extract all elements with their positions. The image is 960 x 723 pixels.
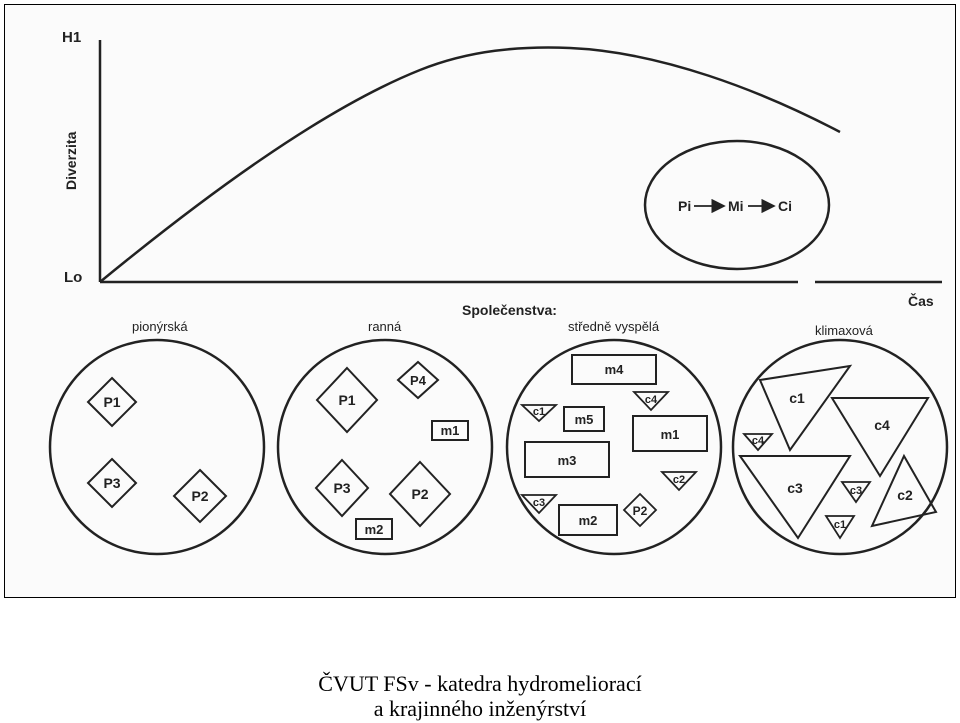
item-label: m3	[558, 453, 577, 468]
item-label: c2	[897, 487, 913, 503]
stage-name-pioneer: pionýrská	[132, 319, 188, 334]
item-label: c3	[533, 497, 545, 509]
stage-circle-early	[276, 338, 494, 556]
mid-rect	[571, 354, 657, 385]
item-label: c2	[673, 474, 685, 486]
item-label: c1	[533, 406, 545, 418]
y-axis-title: Diverzita	[63, 131, 79, 190]
consumer-triangle	[758, 364, 853, 453]
producer-diamond	[86, 376, 138, 428]
item-label: P1	[103, 394, 120, 410]
y-axis-bottom-label: Lo	[64, 269, 82, 286]
item-label: c1	[789, 390, 805, 406]
item-label: m2	[579, 513, 598, 528]
flow-producer-label: Pi	[678, 198, 691, 214]
consumer-triangle	[631, 391, 671, 412]
producer-diamond	[86, 457, 138, 509]
flow-mid-label: Mi	[728, 198, 744, 214]
item-label: m5	[575, 412, 594, 427]
item-label: c3	[850, 485, 862, 497]
consumer-triangle	[519, 494, 559, 515]
mid-rect	[355, 518, 393, 540]
consumer-triangle	[870, 453, 938, 528]
item-label: P3	[333, 480, 350, 496]
item-label: m4	[605, 362, 625, 377]
item-label: P2	[411, 486, 428, 502]
societies-title: Společenstva:	[462, 302, 557, 318]
mid-rect	[524, 441, 610, 478]
stage-circle-pioneer	[48, 338, 266, 556]
diagram-frame	[4, 4, 956, 598]
succession-diagram: H1 Lo Diverzita Čas Pi Mi Ci Společenstv…	[48, 29, 949, 556]
mid-rect	[558, 504, 618, 536]
flow-consumer-label: Ci	[778, 198, 792, 214]
diversity-curve	[99, 46, 841, 283]
item-label: c4	[874, 417, 890, 433]
stage-circle-intermediate	[505, 338, 723, 556]
item-label: c4	[645, 394, 658, 406]
item-label: P4	[410, 373, 427, 388]
item-label: P3	[103, 475, 120, 491]
stage-circle-climax	[731, 338, 949, 556]
item-label: P2	[633, 504, 648, 518]
producer-diamond	[622, 492, 658, 528]
item-label: P2	[191, 488, 208, 504]
x-axis-title: Čas	[908, 292, 934, 309]
item-label: c4	[752, 435, 765, 447]
item-label: c1	[834, 519, 846, 531]
producer-diamond	[315, 366, 379, 434]
producer-diamond	[388, 460, 452, 528]
item-label: m2	[365, 522, 384, 537]
mid-rect	[431, 420, 469, 441]
item-label: m1	[661, 427, 680, 442]
flow-ellipse	[643, 139, 831, 271]
consumer-triangle	[659, 471, 699, 492]
mid-rect	[632, 415, 708, 452]
item-label: P1	[338, 392, 355, 408]
stage-name-climax: klimaxová	[815, 323, 874, 338]
mid-rect	[563, 406, 605, 432]
item-label: m1	[441, 423, 460, 438]
producer-diamond	[396, 360, 440, 400]
producer-diamond	[314, 458, 370, 518]
consumer-triangle	[738, 455, 852, 540]
producer-diamond	[172, 468, 228, 524]
stage-name-intermediate: středně vyspělá	[568, 319, 660, 334]
consumer-triangle	[840, 481, 872, 504]
item-label: c3	[787, 480, 803, 496]
consumer-triangle	[519, 404, 559, 423]
consumer-triangle	[742, 433, 774, 452]
consumer-triangle	[830, 397, 930, 478]
footer-line-1: ČVUT FSv - katedra hydromeliorací	[318, 671, 642, 696]
y-axis-top-label: H1	[62, 29, 81, 46]
stage-name-early: ranná	[368, 319, 402, 334]
footer-line-2: a krajinného inženýrství	[373, 696, 587, 721]
consumer-triangle	[824, 515, 856, 540]
